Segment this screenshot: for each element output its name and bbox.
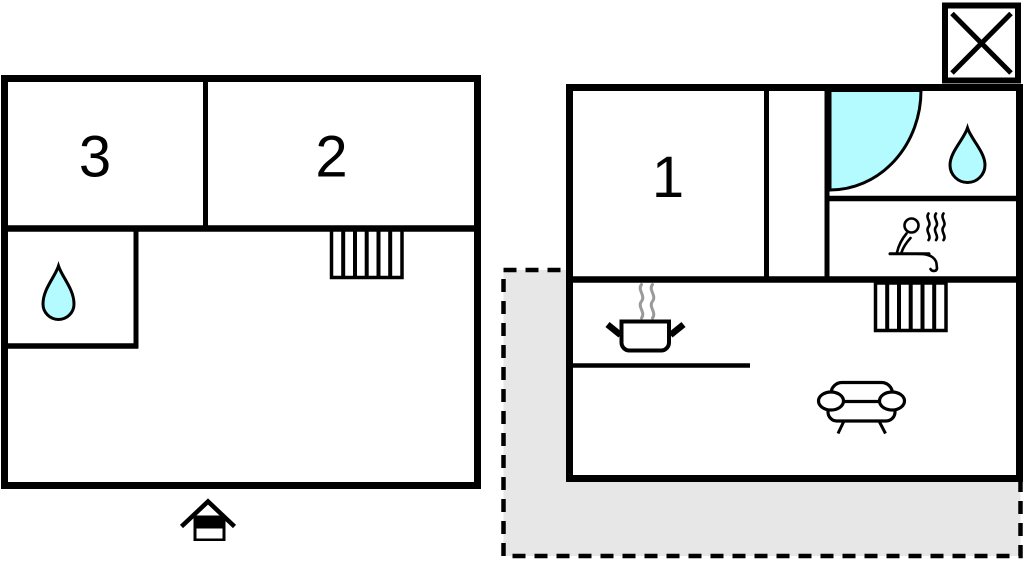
water-drop-icon [948,123,987,184]
house-icon [179,498,237,541]
stairs-icon [873,281,948,333]
room-label-3: 3 [79,125,111,190]
x-box-icon [942,2,1021,84]
house-roof [179,498,237,529]
sauna-person-arm [900,236,912,254]
sofa-armrest [816,390,846,412]
cooking-pot-icon [605,283,686,353]
shower-quarter-icon [828,89,923,192]
sauna-steam-lines [926,212,946,242]
sauna-person-back [895,232,908,254]
building-left-outline [1,75,481,489]
x-box-diagonal [950,11,1013,75]
sauna-person-leg [916,252,939,273]
building-right: 1 [566,84,1023,482]
room-label-2: 2 [315,125,347,190]
room-label-1: 1 [652,145,684,210]
sofa-icon [816,380,907,435]
house-window [196,528,223,539]
pot-handle [668,321,686,338]
building-left: 3 2 [1,75,481,489]
sofa-leg [836,420,846,435]
pot-body [619,319,671,353]
stairs-steps [341,229,393,278]
sofa-armrest [877,390,907,412]
sauna-person-icon [888,212,946,273]
water-drop-icon [41,261,76,321]
pot-handle [605,321,623,338]
building-right-outline [566,84,1023,482]
sofa-leg [877,420,887,435]
stairs-icon [329,228,404,280]
sauna-person-head [903,217,920,234]
stairs-steps [885,282,937,330]
steam-lines-icon [638,283,656,320]
